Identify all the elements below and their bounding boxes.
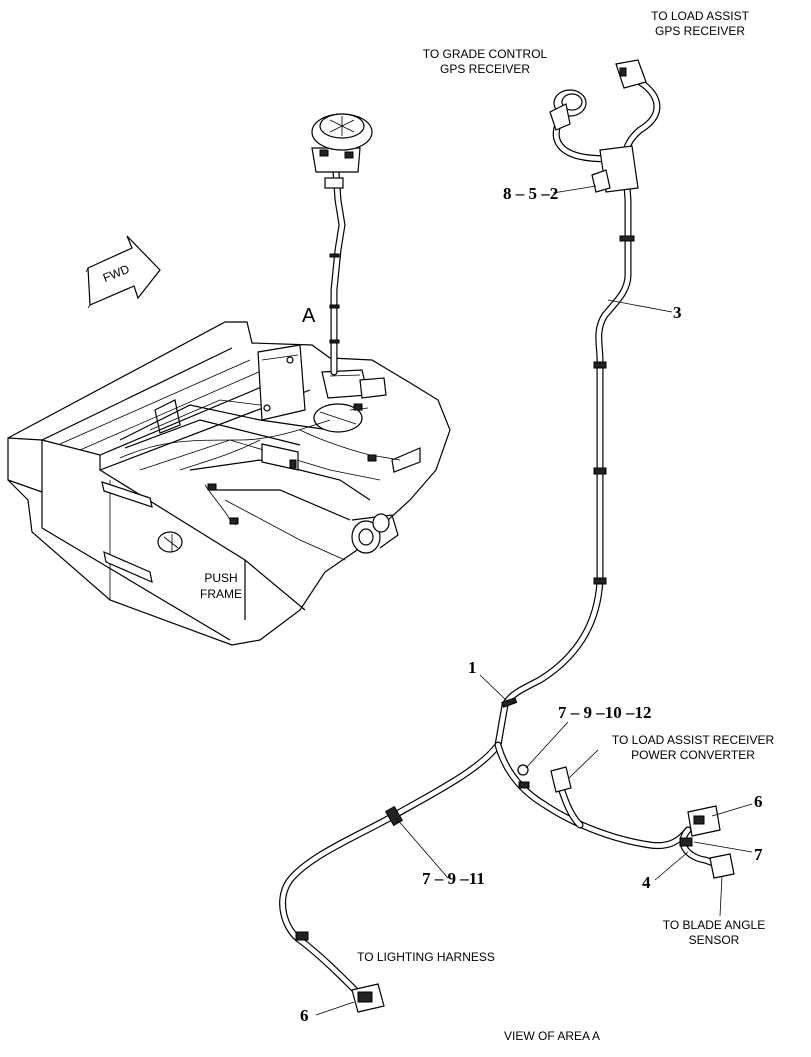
view-label: VIEW OF AREA A — [504, 1029, 600, 1043]
callout-6-upper: 6 — [754, 792, 763, 811]
callout-1: 1 — [468, 658, 477, 677]
load-assist-power-label-line2: POWER CONVERTER — [631, 748, 755, 762]
grade-control-gps-label-line1: TO GRADE CONTROL — [423, 47, 548, 61]
callout-3: 3 — [673, 303, 682, 322]
blade-angle-label-line1: TO BLADE ANGLE — [663, 918, 766, 932]
grade-receiver-mount — [311, 113, 373, 376]
area-a-label: A — [302, 305, 316, 327]
callout-8-5-2: 8 – 5 –2 — [503, 184, 558, 203]
forward-arrow: FWD — [85, 235, 161, 309]
callout-7: 7 — [754, 845, 763, 864]
load-assist-gps-label-line2: GPS RECEIVER — [655, 24, 745, 38]
callout-7-9-10-12: 7 – 9 –10 –12 — [558, 703, 652, 722]
push-frame-label-line2: FRAME — [200, 587, 242, 601]
lighting-harness-label: TO LIGHTING HARNESS — [357, 950, 495, 964]
load-assist-power-label-line1: TO LOAD ASSIST RECEIVER — [612, 733, 775, 747]
callout-7-9-11: 7 – 9 –11 — [422, 869, 485, 888]
grade-control-gps-label-line2: GPS RECEIVER — [440, 62, 530, 76]
leader-lines — [315, 185, 753, 1016]
push-frame-label-line1: PUSH — [204, 571, 237, 585]
callout-4: 4 — [642, 873, 651, 892]
text-labels: TO LOAD ASSIST GPS RECEIVER TO GRADE CON… — [200, 9, 774, 1043]
main-harness — [279, 59, 735, 1013]
callout-6-lower: 6 — [300, 1006, 309, 1025]
blade-angle-label-line2: SENSOR — [689, 933, 740, 947]
load-assist-gps-label-line1: TO LOAD ASSIST — [651, 9, 749, 23]
push-frame-drawing — [7, 321, 451, 646]
